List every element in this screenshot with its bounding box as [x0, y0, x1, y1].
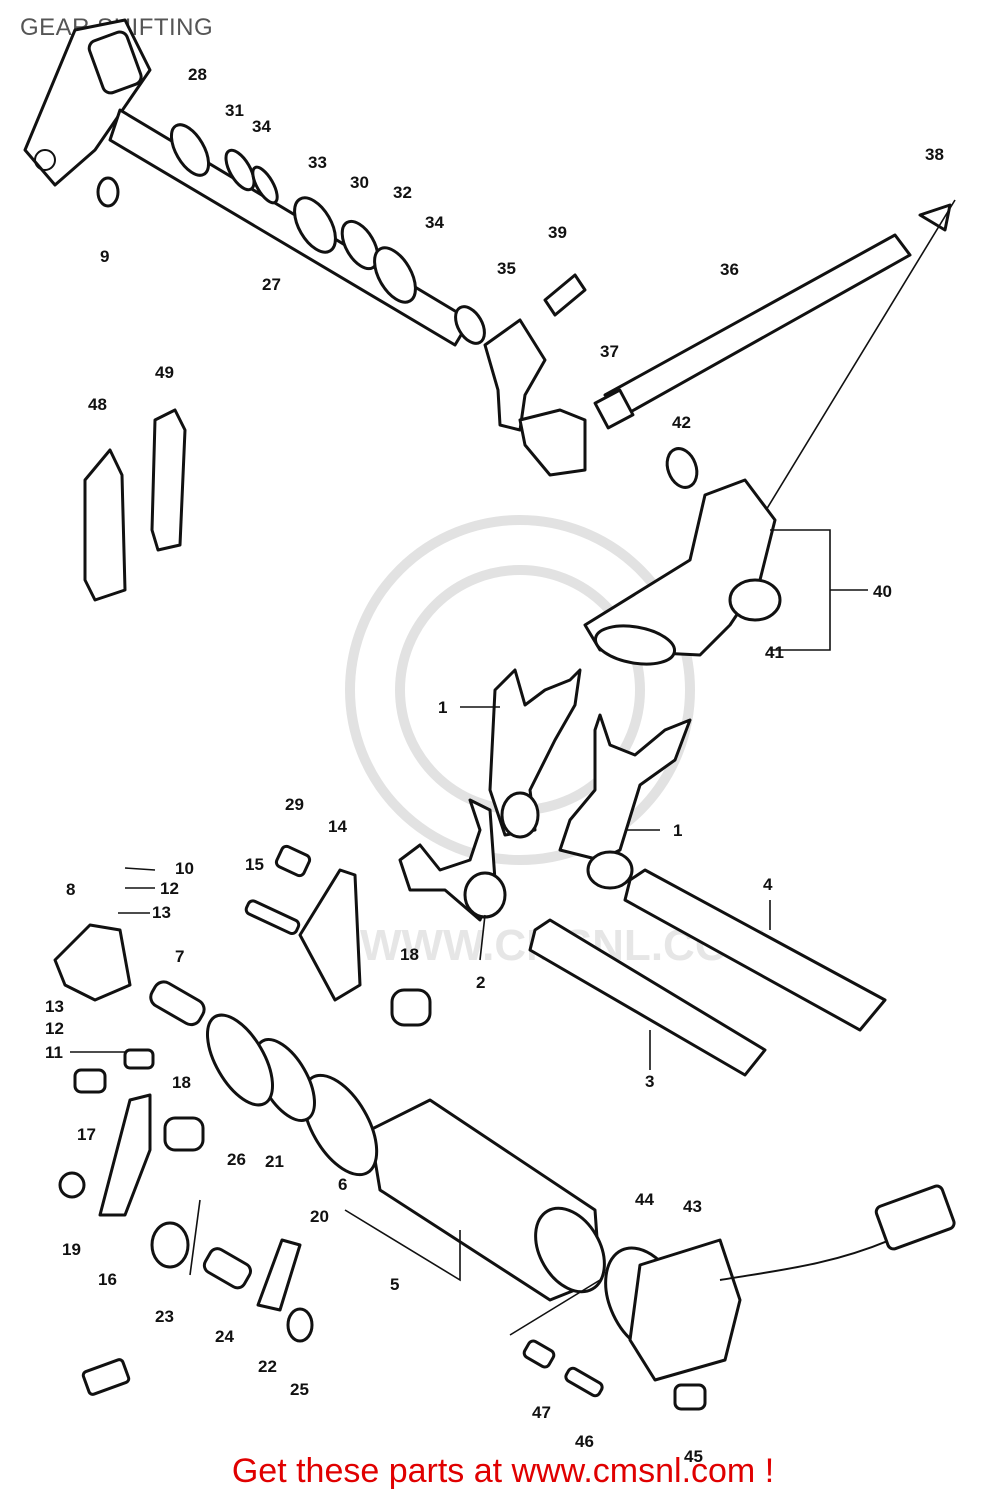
callout-28: 28 — [188, 65, 207, 84]
callout-41: 41 — [765, 643, 784, 662]
shift-cam-drum — [205, 1013, 606, 1302]
callout-16: 16 — [98, 1270, 117, 1289]
callout-2: 2 — [476, 973, 485, 992]
callout-9: 9 — [100, 247, 109, 266]
callout-1a: 1 — [438, 698, 447, 717]
callout-23: 23 — [155, 1307, 174, 1326]
callout-48: 48 — [88, 395, 107, 414]
leader-lines — [70, 706, 771, 1336]
callout-25: 25 — [290, 1380, 309, 1399]
callout-18b: 18 — [172, 1073, 191, 1092]
callout-20: 20 — [310, 1207, 329, 1226]
callout-21: 21 — [265, 1152, 284, 1171]
callout-46: 46 — [575, 1432, 594, 1451]
callout-45: 45 — [684, 1447, 703, 1466]
shift-shaft-assembly — [23, 18, 486, 347]
callout-12b: 12 — [45, 1019, 64, 1038]
callout-6: 6 — [338, 1175, 347, 1194]
callout-4: 4 — [763, 875, 773, 894]
callout-34b: 34 — [425, 213, 444, 232]
callout-14: 14 — [328, 817, 347, 836]
callout-33: 33 — [308, 153, 327, 172]
shift-links — [83, 408, 187, 602]
callout-34a: 34 — [252, 117, 271, 136]
callout-22: 22 — [258, 1357, 277, 1376]
callout-13a: 13 — [152, 903, 171, 922]
callout-27: 27 — [262, 275, 281, 294]
callout-44: 44 — [635, 1190, 654, 1209]
callout-12a: 12 — [160, 879, 179, 898]
callout-11: 11 — [45, 1043, 63, 1062]
small-parts — [53, 844, 707, 1411]
callout-42: 42 — [672, 413, 691, 432]
neutral-switch-cover — [604, 1184, 956, 1382]
callout-10: 10 — [175, 859, 194, 878]
callout-40: 40 — [873, 582, 892, 601]
callout-36: 36 — [720, 260, 739, 279]
shift-rod — [593, 199, 956, 521]
callout-18a: 18 — [400, 945, 419, 964]
callout-17: 17 — [77, 1125, 96, 1144]
callout-49: 49 — [155, 363, 174, 382]
callout-31: 31 — [225, 101, 244, 120]
callout-30: 30 — [350, 173, 369, 192]
shift-forks — [398, 668, 692, 922]
callout-38: 38 — [925, 145, 944, 164]
callout-43: 43 — [683, 1197, 702, 1216]
callouts: 1 1 2 3 4 5 6 7 8 9 10 11 12 12 13 13 14… — [45, 65, 944, 1466]
callout-26: 26 — [227, 1150, 246, 1169]
callout-19: 19 — [62, 1240, 81, 1259]
callout-5: 5 — [390, 1275, 399, 1294]
shift-arm — [483, 273, 587, 477]
footer-link[interactable]: Get these parts at www.cmsnl.com ! — [231, 1452, 775, 1490]
callout-47: 47 — [532, 1403, 551, 1422]
callout-15: 15 — [245, 855, 264, 874]
fork-shafts — [528, 868, 887, 1077]
callout-3: 3 — [645, 1072, 654, 1091]
callout-39: 39 — [548, 223, 567, 242]
callout-8: 8 — [66, 880, 75, 899]
shift-pedal — [583, 478, 868, 666]
callout-13b: 13 — [45, 997, 64, 1016]
callout-37: 37 — [600, 342, 619, 361]
callout-7: 7 — [175, 947, 184, 966]
callout-24: 24 — [215, 1327, 234, 1346]
callout-32: 32 — [393, 183, 412, 202]
callout-35: 35 — [497, 259, 516, 278]
callout-1b: 1 — [673, 821, 682, 840]
callout-29: 29 — [285, 795, 304, 814]
